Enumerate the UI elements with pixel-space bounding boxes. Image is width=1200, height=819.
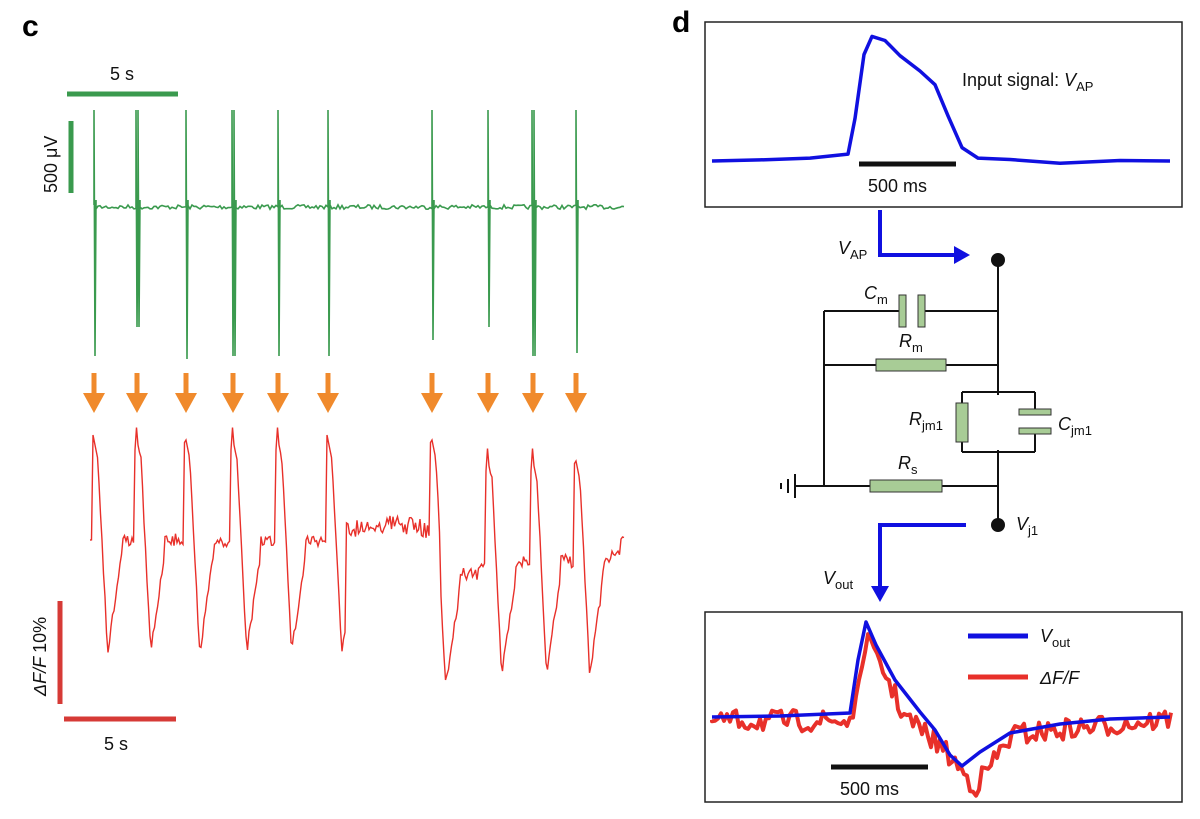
- output-connector-arrow: [871, 523, 966, 602]
- legend-vout-label: Vout: [1040, 626, 1070, 650]
- panel-c-letter: c: [22, 10, 39, 43]
- cm-label: Cm: [864, 283, 888, 307]
- input-time-scale-label: 500 ms: [868, 176, 927, 196]
- spike-arrow-head: [421, 393, 443, 413]
- capacitor-cm: [898, 294, 926, 328]
- input-signal-box: [704, 21, 1183, 208]
- resistor-rs: [869, 479, 943, 493]
- spike-arrow-head: [175, 393, 197, 413]
- input-signal-label: Input signal: VAP: [962, 70, 1093, 94]
- time-scale-label-bottom: 5 s: [104, 734, 128, 754]
- rs-label: Rs: [898, 453, 918, 477]
- spike-arrow-head: [222, 393, 244, 413]
- spike-arrows: [83, 373, 587, 413]
- cjm1-label: Cjm1: [1058, 414, 1092, 438]
- v-ap-label: VAP: [838, 238, 867, 262]
- voltage-scale-label: 500 μV: [41, 136, 61, 193]
- dff-scale-label: ΔF/F10%: [30, 617, 50, 697]
- resistor-rm: [875, 358, 947, 372]
- resistor-rjm1: [955, 402, 969, 443]
- optical-recording-trace: [89, 427, 625, 681]
- time-scale-label-top: 5 s: [110, 64, 134, 84]
- electrical-recording-trace: [93, 109, 625, 360]
- spike-arrow-head: [126, 393, 148, 413]
- spike-arrow-head: [317, 393, 339, 413]
- v-out-label: Vout: [823, 568, 853, 592]
- output-vout-trace: [711, 620, 1171, 768]
- input-connector-arrow: [878, 210, 970, 264]
- spike-arrow-head: [83, 393, 105, 413]
- legend-dff-label: ΔF/F: [1039, 668, 1080, 688]
- spike-arrow-head: [565, 393, 587, 413]
- output-time-scale-label: 500 ms: [840, 779, 899, 799]
- output-node-vj1: [991, 518, 1005, 532]
- rjm1-label: Rjm1: [909, 409, 943, 433]
- spike-arrow-head: [477, 393, 499, 413]
- spike-arrow-head: [522, 393, 544, 413]
- rm-label: Rm: [899, 331, 923, 355]
- spike-arrow-head: [267, 393, 289, 413]
- panel-d-letter: d: [672, 6, 690, 39]
- capacitor-cjm1: [1018, 408, 1052, 435]
- vj1-label: Vj1: [1016, 514, 1038, 538]
- output-comparison-box: [704, 611, 1183, 803]
- input-node: [991, 253, 1005, 267]
- input-ap-trace: [711, 34, 1171, 165]
- equivalent-circuit: [780, 260, 1036, 525]
